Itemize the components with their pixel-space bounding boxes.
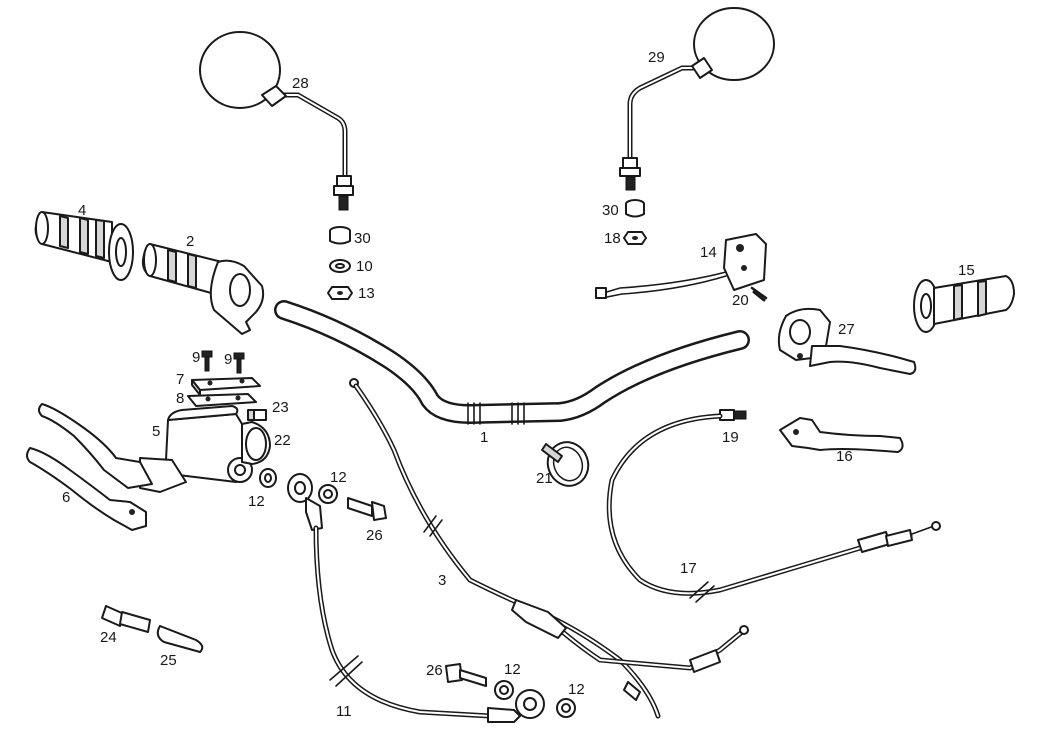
bolt-26-lower <box>445 663 487 687</box>
label-18: 18 <box>604 230 621 247</box>
label-7: 7 <box>176 371 184 388</box>
label-10: 10 <box>356 258 373 275</box>
label-9a: 9 <box>192 349 200 366</box>
master-cylinder-screws <box>201 350 245 374</box>
part-25 <box>156 625 204 653</box>
clutch-lever-assembly <box>777 307 917 375</box>
label-20: 20 <box>732 292 749 309</box>
label-13: 13 <box>358 285 375 302</box>
spacer-30-right <box>625 199 645 218</box>
label-1: 1 <box>480 429 488 446</box>
washer-12-a <box>259 468 277 488</box>
label-30b: 30 <box>602 202 619 219</box>
part-24 <box>101 605 151 633</box>
brake-master-cylinder <box>139 405 271 493</box>
label-12a: 12 <box>248 493 265 510</box>
brake-lever <box>38 403 153 489</box>
label-8: 8 <box>176 390 184 407</box>
label-11: 11 <box>336 703 352 720</box>
right-grip <box>913 275 1015 333</box>
label-26a: 26 <box>366 527 383 544</box>
cable-clamp <box>541 441 590 487</box>
screw-20 <box>750 286 768 300</box>
left-mirror <box>199 31 354 211</box>
label-30a: 30 <box>354 230 371 247</box>
label-29: 29 <box>648 49 665 66</box>
label-27: 27 <box>838 321 855 338</box>
reservoir-cover <box>187 377 261 407</box>
clutch-cable <box>606 409 941 603</box>
label-4: 4 <box>78 202 86 219</box>
washer-12-c <box>494 680 514 700</box>
label-24: 24 <box>100 629 117 646</box>
label-12d: 12 <box>568 681 585 698</box>
left-grip <box>34 211 134 281</box>
label-5: 5 <box>152 423 160 440</box>
lever-6 <box>26 447 147 531</box>
washer-10 <box>329 259 351 273</box>
right-mirror <box>619 7 775 191</box>
label-25: 25 <box>160 652 177 669</box>
handlebar <box>274 300 750 425</box>
label-2: 2 <box>186 233 194 250</box>
label-16: 16 <box>836 448 853 465</box>
label-17: 17 <box>680 560 697 577</box>
label-6: 6 <box>62 489 70 506</box>
washer-12-b <box>318 484 338 504</box>
brake-hose <box>287 473 545 723</box>
nut-13 <box>327 286 353 300</box>
bolt-23 <box>253 409 267 421</box>
label-14: 14 <box>700 244 717 261</box>
label-15: 15 <box>958 262 975 279</box>
washer-12-d <box>556 698 576 718</box>
throttle-grip <box>141 243 265 335</box>
label-23: 23 <box>272 399 289 416</box>
nut-18 <box>623 231 647 245</box>
label-3: 3 <box>438 572 446 589</box>
lever-16 <box>779 417 904 453</box>
spacer-30-left <box>329 226 351 245</box>
label-21: 21 <box>536 470 553 487</box>
label-22: 22 <box>274 432 291 449</box>
label-12c: 12 <box>504 661 521 678</box>
label-26b: 26 <box>426 662 443 679</box>
label-9b: 9 <box>224 351 232 368</box>
kill-switch <box>595 233 767 302</box>
label-12b: 12 <box>330 469 347 486</box>
label-28: 28 <box>292 75 309 92</box>
label-19: 19 <box>722 429 739 446</box>
throttle-cable <box>349 378 749 719</box>
bolt-26-upper <box>347 497 387 521</box>
